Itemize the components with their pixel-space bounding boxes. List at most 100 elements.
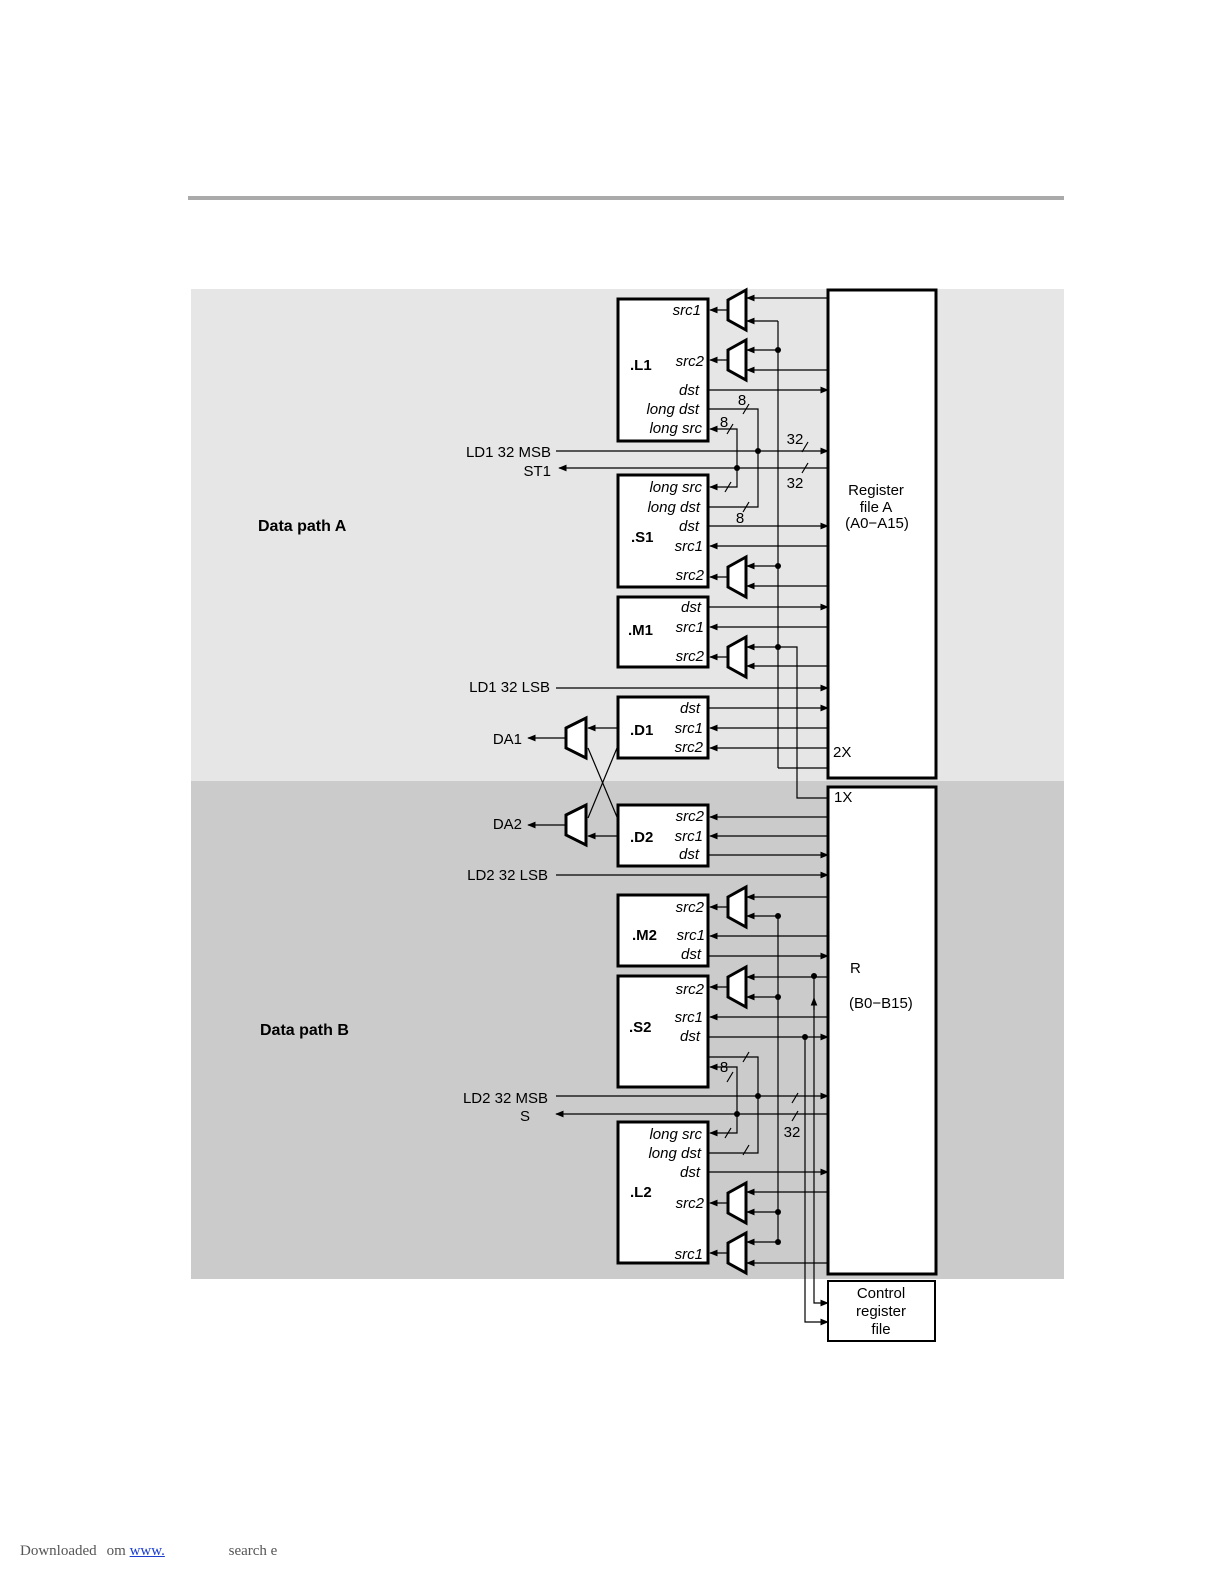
d2-port-src1: src1 <box>675 828 703 845</box>
s1-port-dst: dst <box>679 518 700 535</box>
unit-s2-box <box>616 974 710 1089</box>
footer-link[interactable]: www. <box>129 1543 165 1559</box>
signal-ld2-lsb: LD2 32 LSB <box>467 867 548 884</box>
control-file-label-3: file <box>871 1321 890 1338</box>
junction-dots <box>734 347 817 1245</box>
wire-57 <box>709 1063 738 1114</box>
mux-l1-src2 <box>726 337 748 383</box>
signal-st2: S <box>520 1108 530 1125</box>
d2-port-dst: dst <box>679 846 700 863</box>
signal-da2: DA2 <box>493 816 522 833</box>
mux-da1 <box>564 715 588 761</box>
unit-d1-box <box>616 695 710 760</box>
unit-l2-label: .L2 <box>630 1184 652 1201</box>
wire-64 <box>709 1114 738 1137</box>
s2-port-src1: src1 <box>675 1009 703 1026</box>
m2-port-dst: dst <box>681 946 702 963</box>
unit-m1-label: .M1 <box>628 622 653 639</box>
junction-dot <box>734 1111 740 1117</box>
junction-dot <box>755 1093 761 1099</box>
port-2x-label: 2X <box>833 744 851 761</box>
wire-65 <box>708 1096 759 1154</box>
junction-dot <box>755 448 761 454</box>
unit-d2-label: .D2 <box>630 829 653 846</box>
register-file-b <box>826 785 938 1276</box>
mux-l2-src1 <box>726 1230 748 1276</box>
wire-17 <box>724 481 732 493</box>
wire-44 <box>587 747 618 818</box>
m1-port-src2: src2 <box>676 648 705 665</box>
width-label-s1-long-dst: 8 <box>736 510 744 527</box>
header-rule <box>188 196 1064 200</box>
s1-port-long-src: long src <box>649 479 702 496</box>
footer-search: search e <box>228 1543 278 1559</box>
s1-port-src2: src2 <box>676 567 705 584</box>
l2-port-src2: src2 <box>676 1195 705 1212</box>
data-path-b-label: Data path B <box>260 1022 349 1039</box>
wire-14 <box>801 462 809 474</box>
unit-m1-box <box>616 595 710 669</box>
l1-port-long-src: long src <box>649 420 702 437</box>
width-label-st2: 32 <box>784 1124 801 1141</box>
data-path-a-label: Data path A <box>258 518 347 535</box>
junction-dot <box>734 465 740 471</box>
unit-d1-label: .D1 <box>630 722 653 739</box>
control-file-label-1: Control <box>857 1285 905 1302</box>
wire-59 <box>726 1071 734 1083</box>
mux-m1-src2 <box>726 634 748 680</box>
s2-port-dst: dst <box>680 1028 701 1045</box>
wire-10 <box>726 423 734 435</box>
s2-port-src2: src2 <box>676 981 705 998</box>
s1-port-src1: src1 <box>675 538 703 555</box>
wire-67 <box>724 1127 732 1139</box>
l1-port-dst: dst <box>679 382 700 399</box>
register-file-a-label-1: Register <box>848 482 904 499</box>
wire-8 <box>709 425 738 468</box>
m2-port-src1: src1 <box>677 927 705 944</box>
mux-s2-src2 <box>726 964 748 1010</box>
footer-from: om <box>106 1543 126 1559</box>
unit-s1-label: .S1 <box>631 529 654 546</box>
unit-s2-label: .S2 <box>629 1019 652 1036</box>
l2-port-src1: src1 <box>675 1246 703 1263</box>
unit-l1-box <box>616 297 710 443</box>
signal-st1: ST1 <box>523 463 551 480</box>
junction-dot <box>775 563 781 569</box>
junction-dot <box>775 1239 781 1245</box>
unit-l2-box <box>616 1120 710 1265</box>
port-1x-label: 1X <box>834 789 852 806</box>
wire-76 <box>813 976 829 1307</box>
junction-dot <box>775 347 781 353</box>
register-file-a-label-3: (A0−A15) <box>845 515 909 532</box>
wires <box>527 294 829 1326</box>
unit-s1-box <box>616 473 710 589</box>
unit-m2-label: .M2 <box>632 927 657 944</box>
d1-port-dst: dst <box>680 700 701 717</box>
mux-s1-src2 <box>726 554 748 600</box>
mux-m2-src2 <box>726 884 748 930</box>
l2-port-long-src: long src <box>649 1126 702 1143</box>
l1-port-long-dst: long dst <box>646 401 699 418</box>
l1-port-src2: src2 <box>676 353 705 370</box>
width-label-l1-long-src: 8 <box>720 414 728 431</box>
width-label-st1: 32 <box>787 475 804 492</box>
wire-62 <box>791 1092 799 1104</box>
signal-da1: DA1 <box>493 731 522 748</box>
m1-port-src1: src1 <box>676 619 704 636</box>
signal-ld1-lsb: LD1 32 LSB <box>469 679 550 696</box>
control-file-label-2: register <box>856 1303 906 1320</box>
wire-9 <box>742 403 750 415</box>
register-file-b-label-1: R <box>850 960 861 977</box>
l2-port-dst: dst <box>680 1164 701 1181</box>
wire-31 <box>778 646 827 799</box>
l2-port-long-dst: long dst <box>648 1145 701 1162</box>
junction-dot <box>775 994 781 1000</box>
wire-78 <box>804 1037 829 1326</box>
wire-18 <box>742 501 750 513</box>
m1-port-dst: dst <box>681 599 702 616</box>
width-label-l1-long-dst: 8 <box>738 392 746 409</box>
width-label-ld1-msb: 32 <box>787 431 804 448</box>
multiplexers <box>564 287 748 1276</box>
